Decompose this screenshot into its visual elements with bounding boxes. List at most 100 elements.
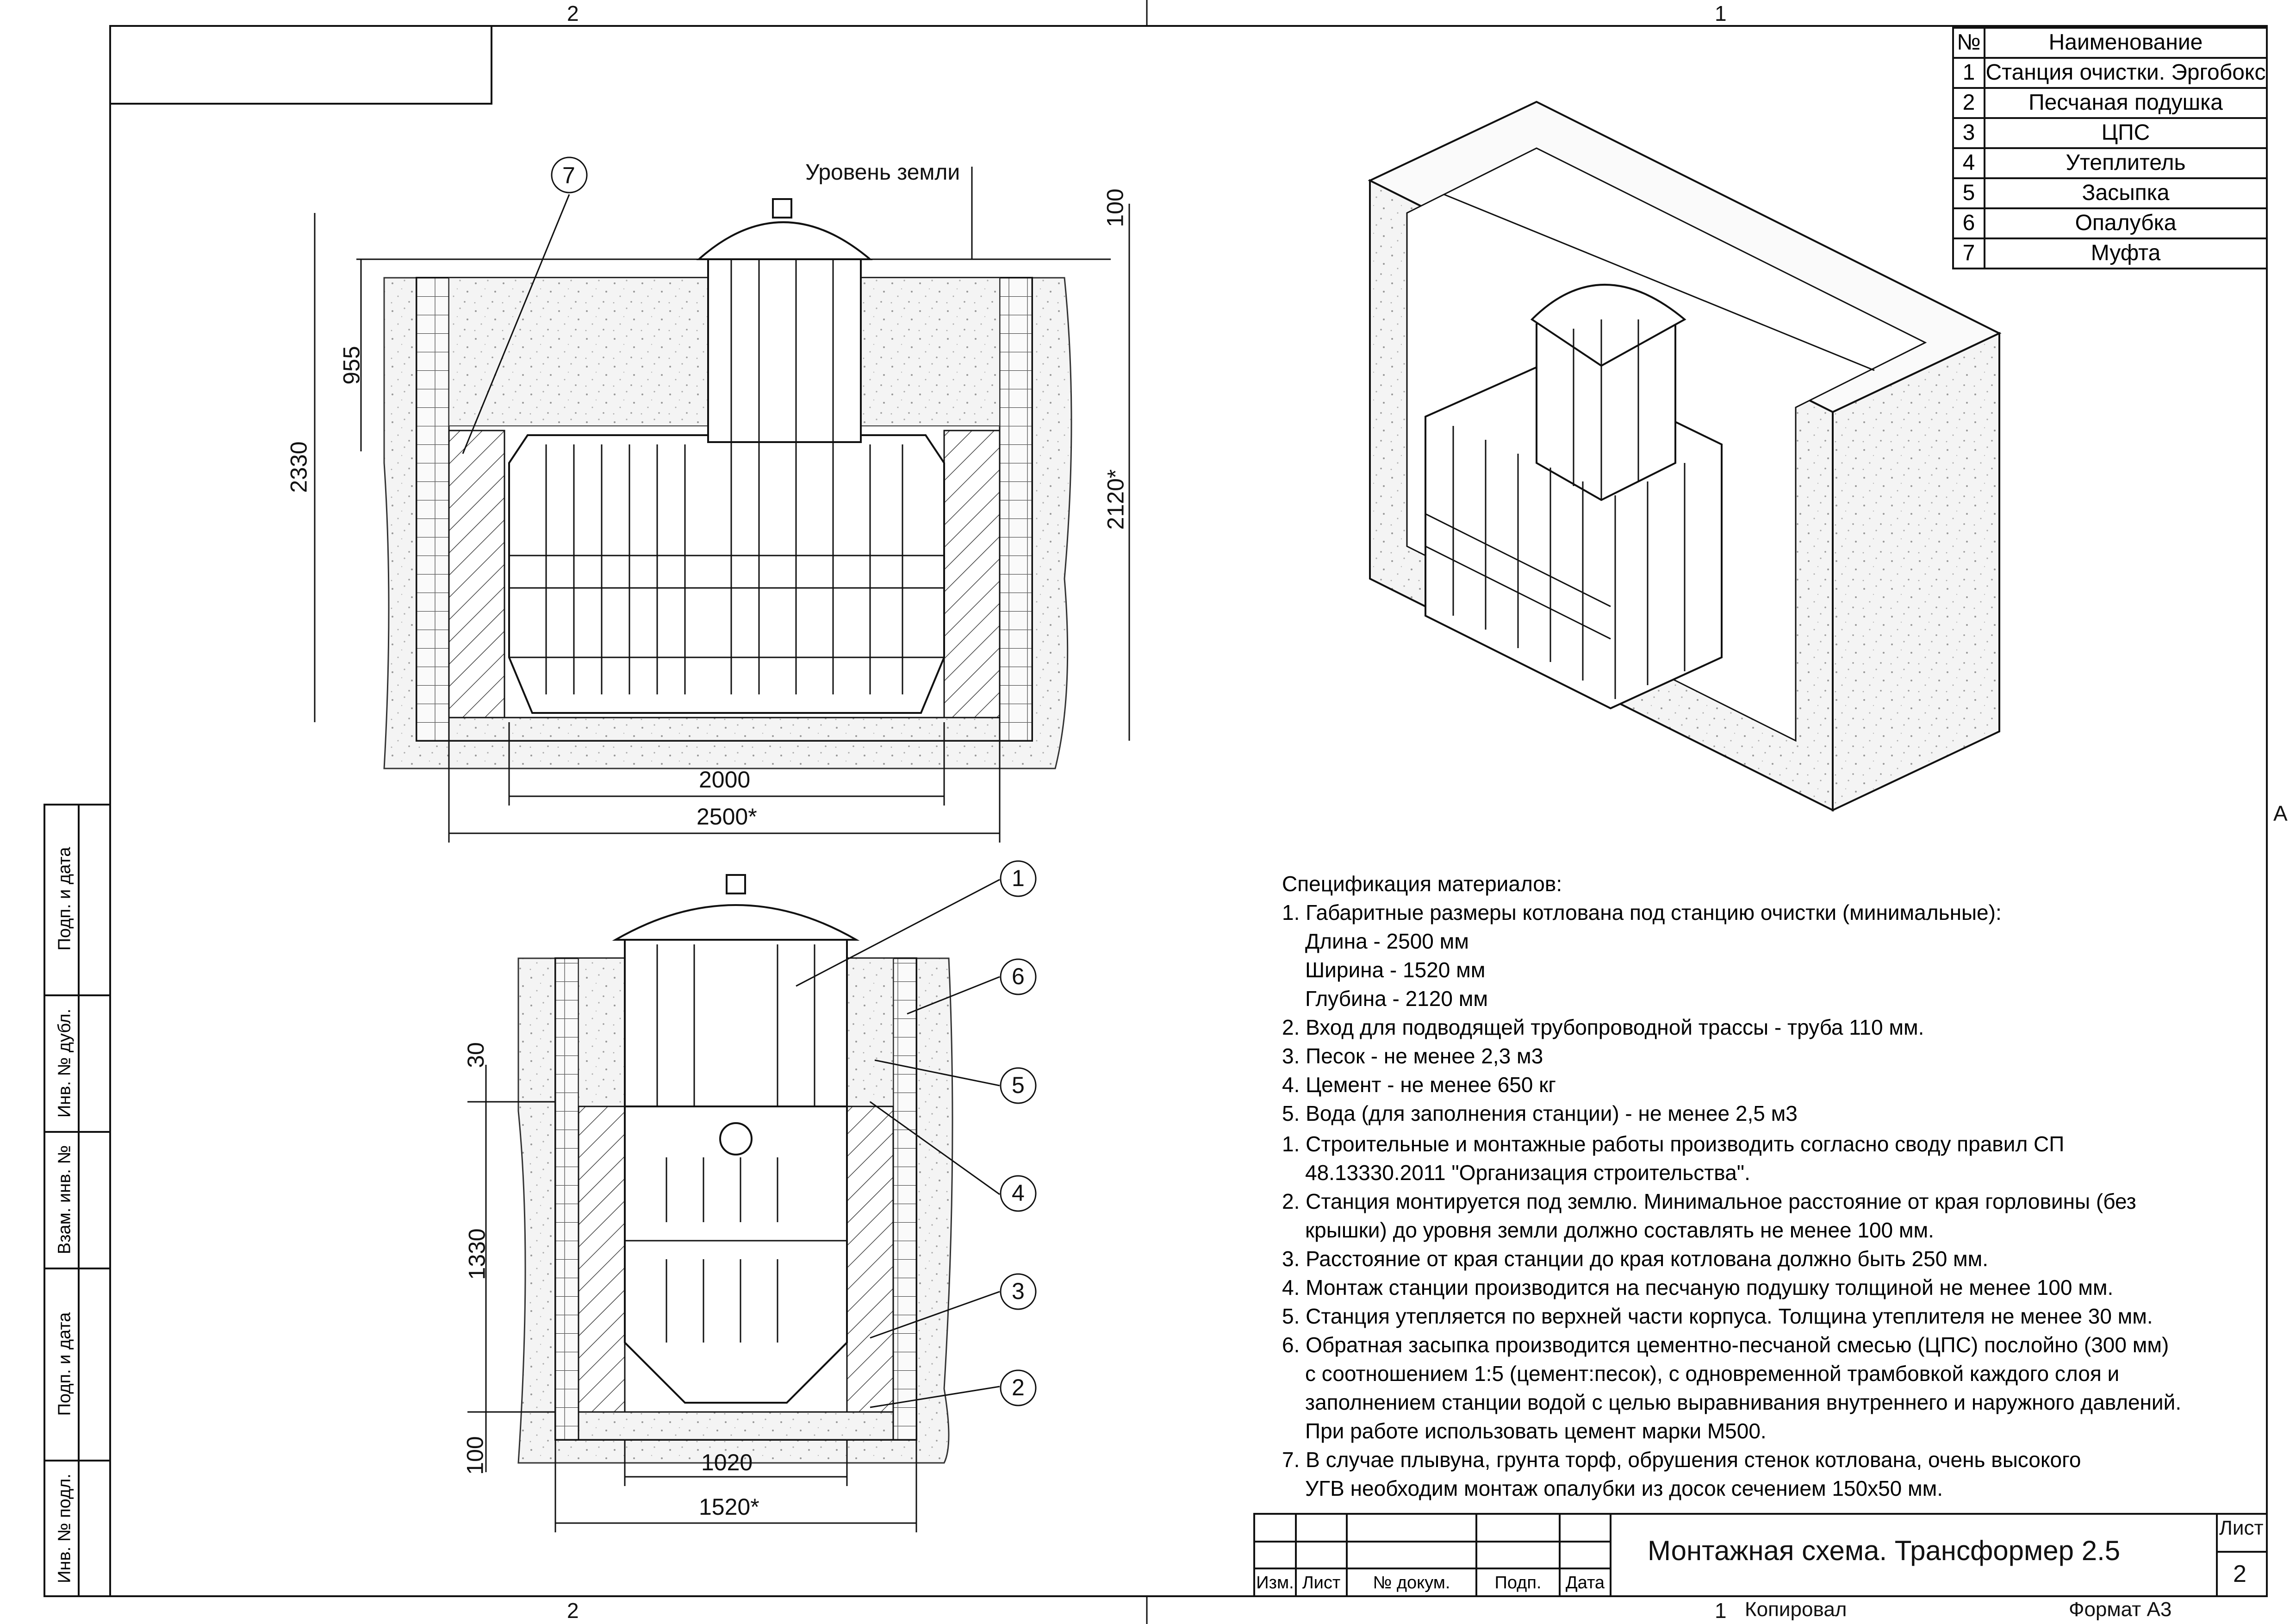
dim-width-pit: 2500*: [697, 804, 757, 830]
spec-line: 6. Обратная засыпка производится цементн…: [1282, 1333, 2169, 1357]
sand-cushion: [448, 717, 1001, 742]
front-view: [314, 156, 1130, 843]
side-view: [467, 860, 1037, 1532]
callout-7-circle: [551, 156, 588, 194]
legend-row-num: 7: [1962, 241, 1975, 265]
side-dimension-lines: [467, 879, 1000, 1532]
dim-pit-depth: 2120*: [1102, 469, 1129, 530]
front-dimension-lines: [314, 167, 1130, 843]
spec-line: УГВ необходим монтаж опалубки из досок с…: [1305, 1476, 1943, 1500]
dim-side-height: 1330: [464, 1228, 490, 1280]
dim-side-bottom: 100: [462, 1436, 488, 1475]
spec-line: заполнением станции водой с целью выравн…: [1305, 1390, 2182, 1414]
dim-height-upper: 955: [338, 346, 365, 385]
legend-row-name: Песчаная подушка: [2028, 90, 2223, 115]
drawing-title: Монтажная схема. Трансформер 2.5: [1648, 1535, 2121, 1566]
dim-top-offset: 100: [1102, 188, 1128, 227]
side-cps-right: [846, 1106, 894, 1413]
legend-row-name: Засыпка: [2082, 181, 2170, 205]
sheet-number: 2: [2233, 1561, 2246, 1587]
side-callout-2: 2: [1012, 1374, 1025, 1400]
stamp-col-label: Лист: [1302, 1573, 1341, 1593]
legend-table-grid: [1952, 27, 2268, 269]
side-sand-cushion: [578, 1411, 894, 1441]
spec-line: Длина - 2500 мм: [1305, 929, 1469, 953]
legend-header-num: №: [1957, 30, 1981, 55]
side-strip-label: Подп. и дата: [55, 1312, 75, 1416]
dim-width-station: 2000: [699, 767, 751, 793]
side-strip-label: Инв. № подл.: [55, 1474, 75, 1583]
side-callout-6: 6: [1012, 963, 1025, 989]
station-body-front: [508, 198, 945, 714]
isometric-view: [1368, 100, 2002, 812]
zone-mark-bottom-right: 1: [1715, 1599, 1727, 1623]
iso-ribs: [1425, 194, 1875, 699]
side-callout-1: 1: [1012, 865, 1025, 891]
legend-row-num: 3: [1962, 120, 1975, 145]
side-strip-label: Подп. и дата: [55, 847, 75, 951]
spec-line: 1. Строительные и монтажные работы произ…: [1282, 1132, 2065, 1156]
spec-line: 5. Вода (для заполнения станции) - не ме…: [1282, 1101, 1798, 1125]
legend-row-name: Опалубка: [2075, 211, 2177, 235]
spec-line: 7. В случае плывуна, грунта торф, обруше…: [1282, 1448, 2081, 1472]
spec-line: 2. Станция монтируется под землю. Минима…: [1282, 1189, 2136, 1213]
side-callout-circles: [1000, 860, 1037, 1406]
legend-row-num: 2: [1962, 90, 1975, 115]
formwork-left: [416, 277, 450, 742]
spec-line: 2. Вход для подводящей трубопроводной тр…: [1282, 1015, 1924, 1039]
spec-title: Спецификация материалов:: [1282, 872, 1562, 896]
station-body-side: [612, 874, 860, 1404]
spec-line: 1. Габаритные размеры котлована под стан…: [1282, 900, 2002, 924]
specification-block: Спецификация материалов: 1. Габаритные р…: [1282, 870, 2263, 1509]
side-callout-4: 4: [1012, 1180, 1025, 1206]
side-formwork-left: [554, 957, 579, 1441]
footer-copied: Копировал: [1745, 1598, 1847, 1621]
legend-header-name: Наименование: [2048, 30, 2203, 55]
cps-right: [943, 430, 1001, 718]
spec-line: 3. Песок - не менее 2,3 м3: [1282, 1044, 1543, 1068]
legend-row-num: 1: [1962, 60, 1975, 85]
side-cps-left: [578, 1106, 626, 1413]
station-ribs-side: [625, 944, 847, 1343]
spec-line: Ширина - 1520 мм: [1305, 958, 1486, 982]
legend-row-num: 4: [1962, 150, 1975, 175]
side-callout-3: 3: [1012, 1278, 1025, 1304]
stamp-col-label: Изм.: [1256, 1573, 1294, 1593]
cps-left: [448, 430, 505, 718]
spec-line: крышки) до уровня земли должно составлят…: [1305, 1218, 1934, 1242]
spec-line: При работе использовать цемент марки М50…: [1305, 1419, 1767, 1443]
side-formwork-right: [892, 957, 917, 1441]
footer-format: Формат А3: [2069, 1598, 2172, 1621]
side-callout-5: 5: [1012, 1072, 1025, 1098]
side-strip: [44, 804, 111, 1597]
stamp-col-label: Дата: [1565, 1573, 1605, 1593]
legend-row-name: Утеплитель: [2066, 150, 2186, 175]
legend-row-name: Муфта: [2091, 241, 2161, 265]
title-block-grid: [1253, 1513, 2268, 1597]
station-ribs-front: [509, 259, 944, 694]
callout-7-label: 7: [562, 162, 575, 188]
stamp-col-label: № докум.: [1373, 1573, 1450, 1593]
spec-line: 3. Расстояние от края станции до края ко…: [1282, 1247, 1989, 1271]
spec-line: Глубина - 2120 мм: [1305, 987, 1488, 1011]
zone-mark-bottom-left: 2: [567, 1599, 579, 1623]
spec-line: 4. Цемент - не менее 650 кг: [1282, 1073, 1556, 1097]
sheet-label: Лист: [2219, 1517, 2264, 1539]
legend-row-name: Станция очистки. Эргобокс: [1985, 60, 2266, 85]
dim-height-total: 2330: [286, 441, 312, 493]
side-strip-label: Взам. инв. №: [55, 1145, 75, 1255]
dim-side-width-station: 1020: [701, 1449, 753, 1475]
legend-row-name: ЦПС: [2101, 120, 2150, 145]
spec-line: 4. Монтаж станции производится на песчан…: [1282, 1275, 2114, 1299]
formwork-right: [999, 277, 1033, 742]
ground-level-label: Уровень земли: [805, 160, 960, 185]
zone-mark-top-left: 2: [567, 1, 579, 25]
legend-row-num: 5: [1962, 181, 1975, 205]
zone-mark-top-right: 1: [1715, 1, 1727, 25]
dim-side-width-pit: 1520*: [699, 1494, 759, 1520]
spec-line: с соотношением 1:5 (цемент:песок), с одн…: [1305, 1362, 2120, 1386]
legend-row-num: 6: [1962, 211, 1975, 235]
zone-mark-right: A: [2273, 801, 2288, 825]
dim-insulation: 30: [462, 1042, 489, 1068]
